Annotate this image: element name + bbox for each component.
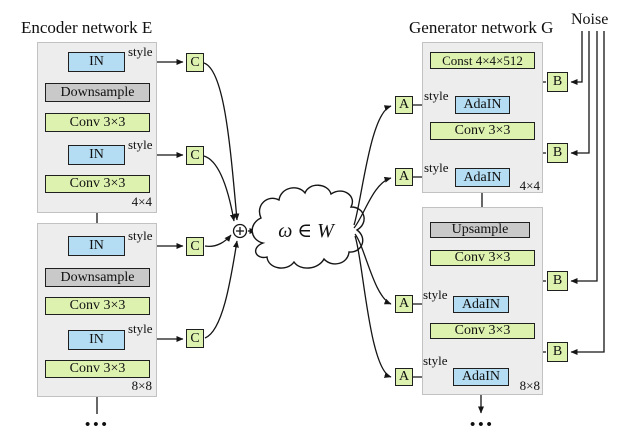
c-box-3: C: [186, 237, 204, 256]
generator4-conv-block: Conv 3×3: [430, 122, 535, 140]
style-label-e1: style: [128, 44, 153, 59]
encoder4-in-top-block: IN: [68, 52, 125, 72]
style-label-e2: style: [128, 137, 153, 152]
a-box-3: A: [395, 295, 413, 313]
style-label-g4: style: [423, 353, 448, 368]
encoder4-downsample-block: Downsample: [45, 83, 150, 102]
generator4-size-label: 4×4: [519, 178, 540, 193]
c-box-1: C: [186, 53, 204, 72]
generator-title: Generator network G: [409, 18, 554, 37]
generator8-adain-top-block: AdaIN: [453, 296, 509, 313]
generator8-size-label: 8×8: [519, 378, 540, 393]
generator4-const-block: Const 4×4×512: [430, 52, 535, 69]
encoder8-conv-bottom-block: Conv 3×3: [45, 360, 150, 378]
encoder4-conv-bottom-block: Conv 3×3: [45, 175, 150, 193]
a-box-1: A: [395, 96, 413, 114]
noise-label: Noise: [571, 11, 609, 28]
latent-cloud: [251, 184, 365, 269]
generator4-adain-bottom-block: AdaIN: [455, 168, 510, 187]
sum-icon-latent: [232, 223, 248, 239]
c-box-2: C: [186, 146, 204, 165]
a-box-4: A: [395, 368, 413, 386]
generator8-adain-bottom-block: AdaIN: [453, 368, 509, 386]
c-to-sum-arrows: [203, 62, 240, 339]
b-box-2: B: [547, 143, 568, 163]
encoder8-size-label: 8×8: [131, 378, 152, 393]
generator-output-ellipsis: •••: [470, 417, 495, 433]
encoder4-in-bottom-block: IN: [68, 145, 125, 165]
encoder8-in-bottom-block: IN: [68, 330, 125, 350]
style-label-e3: style: [128, 228, 153, 243]
encoder4-size-label: 4×4: [131, 194, 152, 209]
b-box-3: B: [547, 271, 568, 291]
encoder8-downsample-block: Downsample: [45, 268, 150, 287]
generator8-conv-top-block: Conv 3×3: [430, 250, 535, 266]
encoder8-conv-mid-block: Conv 3×3: [45, 297, 150, 315]
noise-lines: [570, 31, 605, 355]
generator8-upsample-block: Upsample: [430, 222, 530, 238]
a-box-2: A: [395, 168, 413, 186]
encoder8-in-top-block: IN: [68, 236, 125, 256]
encoder-title: Encoder network E: [21, 18, 153, 37]
generator8-conv-bottom-block: Conv 3×3: [430, 323, 535, 339]
b-box-4: B: [547, 342, 568, 362]
style-label-e4: style: [128, 321, 153, 336]
style-label-g2: style: [424, 160, 449, 175]
b-box-1: B: [547, 72, 568, 92]
style-label-g1: style: [424, 88, 449, 103]
style-label-g3: style: [423, 287, 448, 302]
encoder4-conv-mid-block: Conv 3×3: [45, 113, 150, 132]
latent-formula: ω ∈ W: [278, 220, 334, 242]
c-box-4: C: [186, 329, 204, 348]
generator4-adain-top-block: AdaIN: [455, 96, 510, 114]
cloud-to-a-arrows: [353, 105, 392, 378]
encoder-input-ellipsis: •••: [85, 417, 110, 433]
